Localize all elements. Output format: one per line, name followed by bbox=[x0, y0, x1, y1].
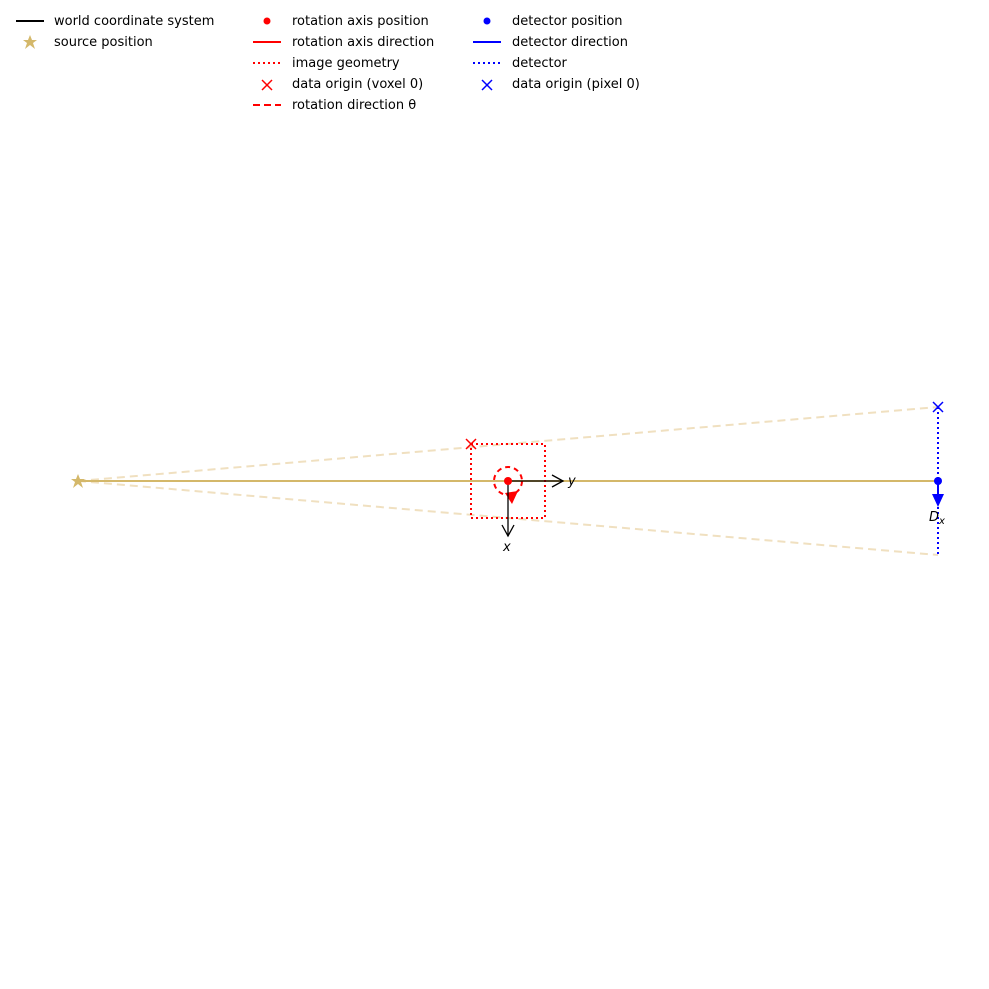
world-x-label: x bbox=[502, 540, 511, 555]
legend-image-geometry: image geometry bbox=[292, 56, 400, 71]
legend-rotation-axis-direction: rotation axis direction bbox=[292, 35, 435, 50]
detector-position-dot bbox=[934, 477, 942, 485]
legend-data-origin-pixel: data origin (pixel 0) bbox=[512, 77, 640, 92]
legend-source-position: source position bbox=[54, 35, 153, 50]
legend-world-coordinate-system: world coordinate system bbox=[54, 14, 215, 29]
legend-rotation-direction: rotation direction θ bbox=[292, 98, 417, 113]
legend-markers bbox=[16, 17, 501, 106]
legend-detector-direction: detector direction bbox=[512, 35, 628, 50]
pixel-origin-x-icon bbox=[932, 401, 944, 413]
rotation-arrow-icon bbox=[505, 491, 518, 504]
world-y-label: y bbox=[567, 474, 576, 489]
world-axes bbox=[501, 474, 565, 538]
legend-rotation-axis-position: rotation axis position bbox=[292, 14, 429, 29]
detector-direction-label: Dx bbox=[929, 510, 945, 527]
legend-detector-position: detector position bbox=[512, 14, 623, 29]
legend-data-origin-voxel: data origin (voxel 0) bbox=[292, 77, 424, 92]
source-star-icon bbox=[71, 474, 85, 488]
voxel-origin-x-icon bbox=[465, 438, 477, 450]
rotation-axis-dot bbox=[504, 477, 512, 485]
detector-direction-arrow-icon bbox=[932, 494, 944, 507]
legend-detector: detector bbox=[512, 56, 567, 71]
